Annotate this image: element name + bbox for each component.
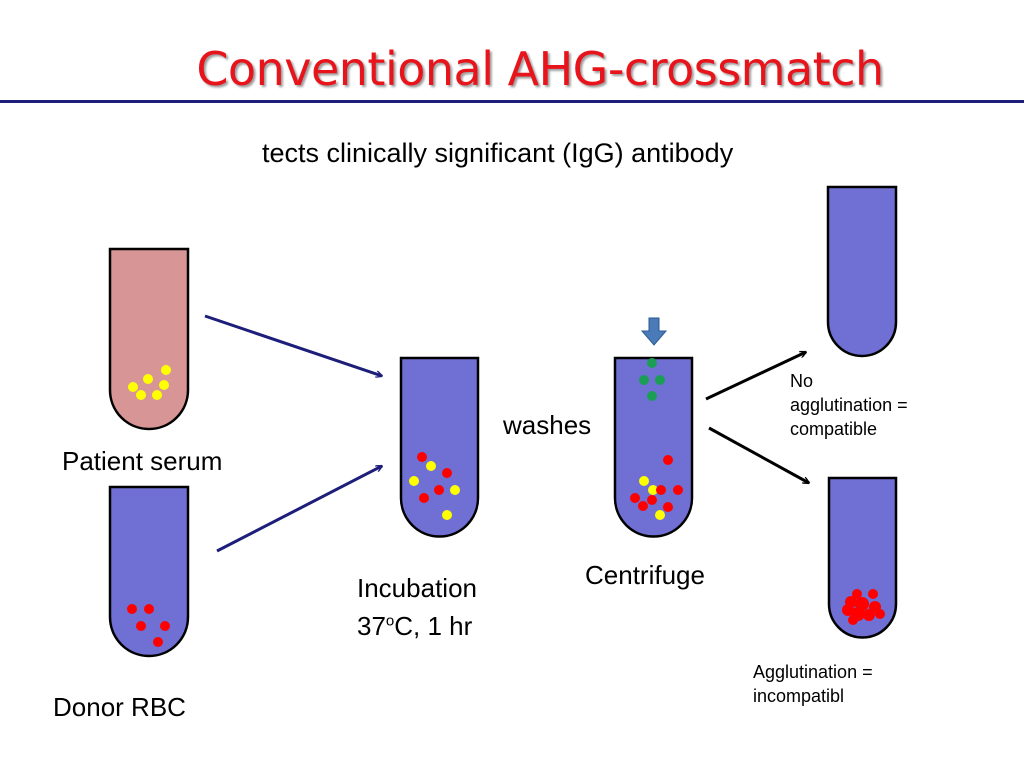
green-cell (647, 391, 657, 401)
yellow-cell (161, 365, 171, 375)
red-cell (442, 468, 452, 478)
green-cell (639, 375, 649, 385)
red-cell (136, 621, 146, 631)
red-cell (663, 455, 673, 465)
red-cell (647, 495, 657, 505)
red-cell (630, 493, 640, 503)
incompatible-result-tube (827, 476, 898, 639)
green-cell (647, 358, 657, 368)
compatible-result-tube (826, 185, 898, 358)
centrifuge-cells (630, 455, 683, 520)
red-cell (127, 604, 137, 614)
serum-tube-body (108, 247, 190, 431)
red-cell (663, 502, 673, 512)
incubation-tube-body (399, 356, 480, 538)
incompatible-line-1: Agglutination = (753, 662, 873, 682)
title-underline (0, 100, 1024, 103)
compatible-line-3: compatible (790, 419, 878, 439)
incubation-tube (399, 356, 480, 538)
donor-rbc-label: Donor RBC (53, 692, 186, 722)
red-cell (875, 609, 885, 619)
arrow-serum-to-incubation (204, 314, 382, 376)
arrow-rbc-to-incubation (216, 464, 382, 553)
donor-tube-body (108, 485, 190, 658)
patient-serum-tube (108, 247, 190, 431)
red-cell (863, 609, 875, 621)
ahg-reagent (639, 358, 665, 401)
incubation-cells (409, 452, 460, 520)
red-cell (852, 589, 862, 599)
incubation-label: Incubation (357, 573, 477, 603)
red-cell (656, 485, 666, 495)
yellow-cell (159, 380, 169, 390)
red-cell (848, 615, 858, 625)
slide-subtitle: tects clinically significant (IgG) antib… (262, 138, 734, 168)
donor-red-cells (127, 604, 170, 647)
yellow-cell (450, 485, 460, 495)
slide-title: Conventional AHG-crossmatch (196, 42, 884, 96)
incompatible-tube-body (827, 476, 898, 639)
yellow-cell (655, 510, 665, 520)
red-cell (842, 604, 854, 616)
serum-antibodies (128, 365, 171, 400)
centrifuge-tube (613, 356, 694, 538)
yellow-cell (143, 374, 153, 384)
red-cell (434, 485, 444, 495)
red-cell (419, 493, 429, 503)
patient-serum-label: Patient serum (62, 446, 223, 476)
red-cell (153, 637, 163, 647)
incubation-temp: 37 (357, 611, 386, 641)
washes-label: washes (503, 410, 592, 440)
down-arrow-icon (640, 317, 668, 346)
red-cell (868, 589, 878, 599)
arrow-to-incompatible (708, 426, 809, 485)
incompatible-result-label: Agglutination = incompatibl (753, 660, 873, 708)
red-cell (160, 621, 170, 631)
compatible-line-2: agglutination = (790, 395, 908, 415)
compatible-line-1: No (790, 371, 814, 391)
yellow-cell (639, 476, 649, 486)
yellow-cell (128, 382, 138, 392)
yellow-cell (152, 390, 162, 400)
yellow-cell (136, 390, 146, 400)
green-cell (655, 375, 665, 385)
donor-rbc-tube (108, 485, 190, 658)
incompatible-line-2: incompatibl (753, 686, 845, 706)
centrifuge-label: Centrifuge (585, 560, 705, 590)
yellow-cell (442, 510, 452, 520)
yellow-cell (426, 461, 436, 471)
compatible-result-label: No agglutination = compatible (790, 369, 908, 441)
yellow-cell (648, 485, 658, 495)
red-cell (417, 452, 427, 462)
red-cell (144, 604, 154, 614)
arrow-to-compatible (705, 350, 806, 401)
incubation-conditions-label: 37oC, 1 hr (357, 611, 472, 642)
centrifuge-tube-body (613, 356, 694, 538)
red-cell (673, 485, 683, 495)
degree-symbol: o (385, 612, 395, 630)
red-cell (638, 501, 648, 511)
incubation-duration: C, 1 hr (394, 611, 473, 641)
agglutinated-clump (842, 589, 885, 625)
compatible-tube-body (826, 185, 898, 358)
yellow-cell (409, 476, 419, 486)
